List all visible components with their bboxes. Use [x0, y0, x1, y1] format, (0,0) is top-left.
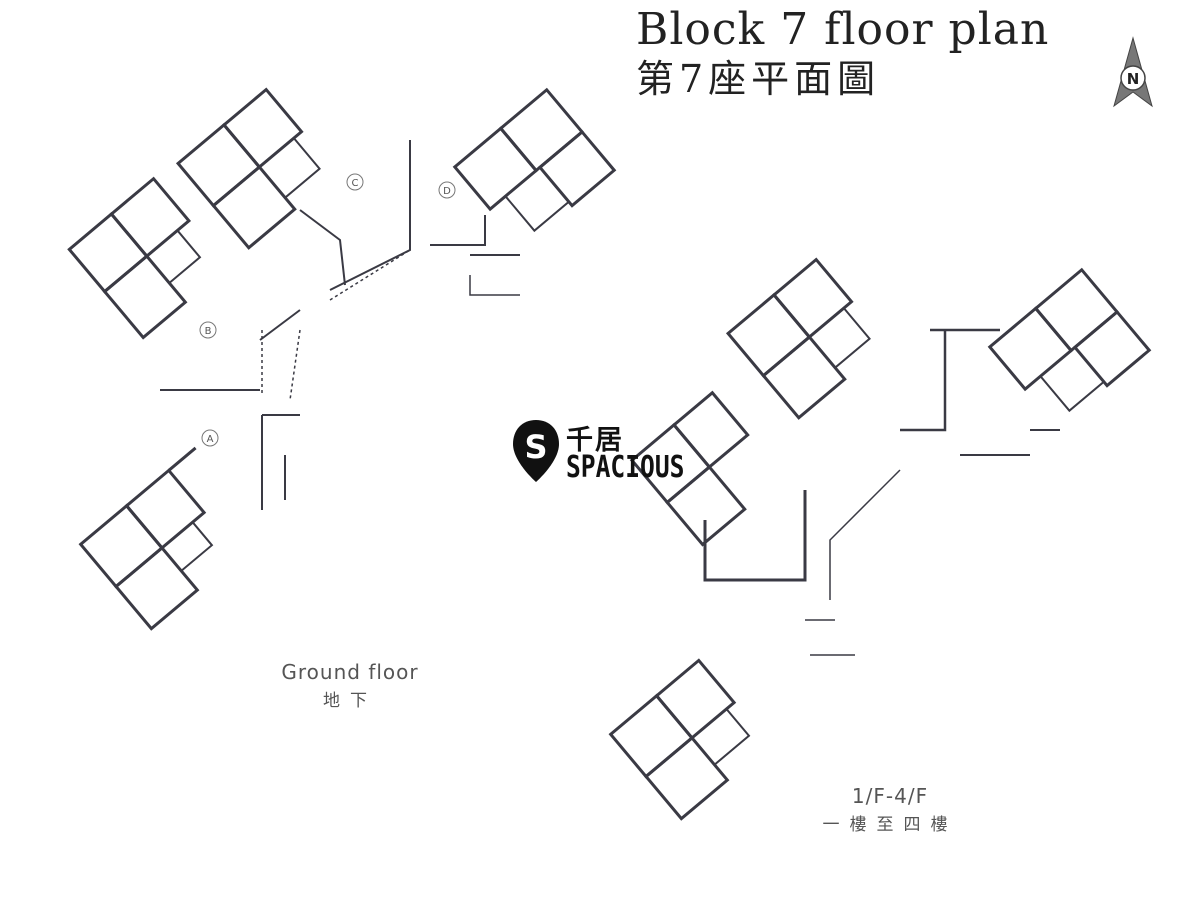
- plan-title-chinese: 第7座平面圖: [636, 57, 881, 101]
- unit-marker-a: A: [207, 434, 214, 445]
- ground-floor-label: Ground floor 地下: [270, 660, 430, 711]
- unit-a-wing: [78, 414, 300, 631]
- unit-marker-d-circle: [438, 181, 456, 199]
- ground-floor-name-zh: 地下: [323, 691, 377, 711]
- unit-markers: [199, 173, 456, 447]
- upper-floor-name-zh: 一樓至四樓: [822, 815, 958, 835]
- unit-a-rooms: [78, 446, 214, 631]
- north-arrow-icon: N: [1113, 36, 1153, 108]
- unit-marker-d: D: [443, 186, 451, 197]
- unit-b-wing: [67, 176, 301, 391]
- unit-c-rooms: [175, 87, 321, 250]
- ground-floor-plan: [67, 87, 617, 631]
- upper-floor-plan: [608, 257, 1152, 821]
- unit-marker-b-circle: [199, 321, 217, 339]
- spacious-watermark: S 千居 SPACIOUS: [510, 418, 700, 488]
- unit-d-wing: [430, 87, 617, 296]
- watermark-english: SPACIOUS: [566, 450, 685, 485]
- upper-unit-d-rooms: [987, 267, 1152, 413]
- svg-text:S: S: [524, 428, 547, 466]
- upper-floor-name-en: 1/F-4/F: [851, 784, 929, 808]
- upper-unit-c-rooms: [725, 257, 871, 420]
- unit-b-rooms: [67, 176, 202, 340]
- upper-floor-label: 1/F-4/F 一樓至四樓: [790, 784, 990, 835]
- unit-marker-c-circle: [346, 173, 364, 191]
- plan-title-english: Block 7 floor plan: [636, 4, 1050, 55]
- unit-marker-a-circle: [201, 429, 219, 447]
- upper-unit-b-rooms: [629, 390, 750, 547]
- watermark-chinese: 千居: [566, 425, 624, 456]
- ground-floor-name-en: Ground floor: [281, 660, 419, 684]
- unit-marker-c: C: [352, 178, 359, 189]
- compass-letter: N: [1127, 70, 1140, 88]
- upper-unit-a-rooms: [608, 658, 751, 821]
- unit-c-wing: [175, 87, 411, 291]
- spacious-logo-icon: S: [513, 420, 559, 482]
- unit-marker-b: B: [205, 326, 212, 337]
- unit-d-rooms: [452, 87, 617, 233]
